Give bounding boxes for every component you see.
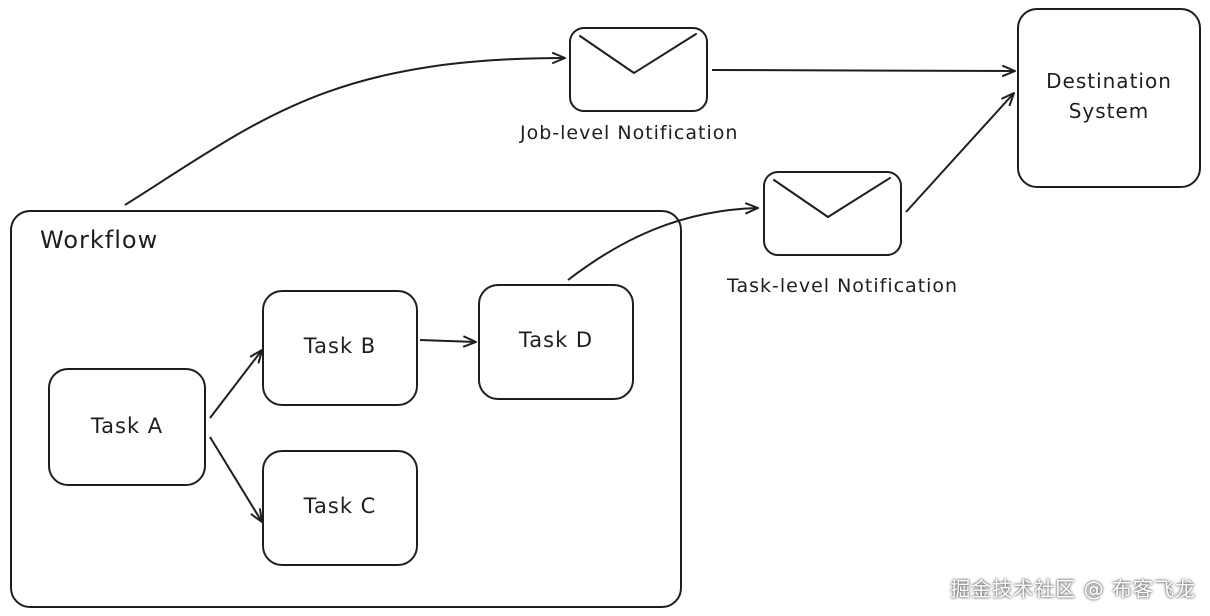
arrow-workflow-to-job-notification: [124, 52, 566, 206]
destination-system-node: [1017, 8, 1201, 188]
destination-line-2: System: [1068, 99, 1150, 123]
task-level-notification-label: Task-level Notification: [727, 275, 959, 297]
task-b-node: [262, 290, 418, 406]
watermark: 掘金技术社区 @ 布客飞龙: [950, 577, 1196, 601]
envelope-icon: [569, 27, 708, 112]
workflow-title: Workflow: [40, 226, 159, 254]
workflow-container: [10, 210, 682, 608]
task-a-label: Task A: [90, 414, 164, 438]
arrow-taskd-to-task-notification: [567, 202, 759, 281]
destination-system-label: Destination System: [1017, 66, 1201, 126]
task-a-node: [48, 368, 206, 486]
envelope-icon: [763, 171, 902, 256]
task-c-label: Task C: [303, 494, 377, 518]
task-d-label: Task D: [518, 328, 594, 352]
arrow-taska-to-taskb: [209, 349, 263, 419]
arrow-taska-to-taskc: [209, 436, 263, 523]
job-level-notification-label: Job-level Notification: [520, 122, 739, 144]
task-c-node: [262, 450, 418, 566]
arrow-task-notification-to-destination: [905, 92, 1015, 213]
arrow-job-notification-to-destination: [711, 64, 1016, 77]
destination-line-1: Destination: [1046, 69, 1172, 93]
arrow-taskb-to-taskd: [419, 335, 477, 348]
task-d-node: [478, 284, 634, 400]
task-b-label: Task B: [303, 334, 377, 358]
